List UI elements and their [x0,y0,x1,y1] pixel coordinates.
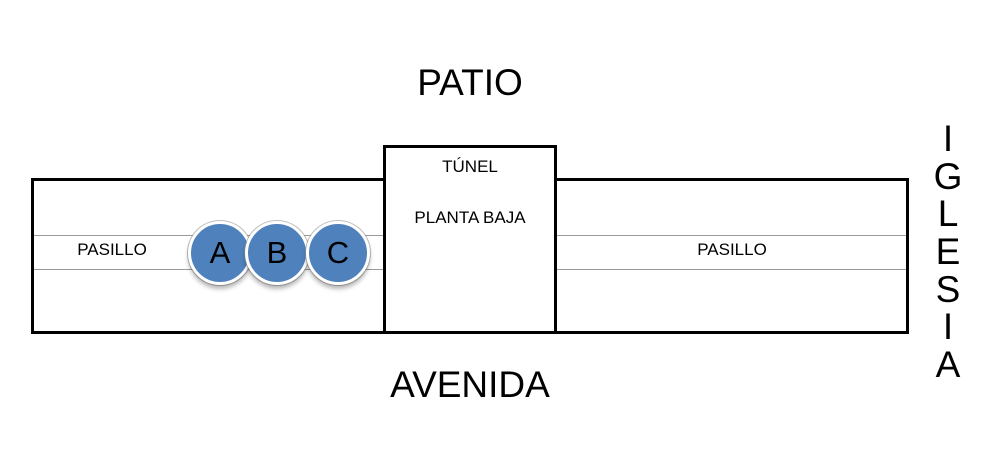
left-hallway-label: PASILLO [77,240,147,259]
avenida-label: AVENIDA [390,364,550,405]
iglesia-letter: I [942,118,954,159]
iglesia-label: I G L E S I A [928,120,968,384]
tunnel-label: TÚNEL [442,157,498,176]
patio-label: PATIO [417,62,523,103]
marker-b: B [245,221,309,285]
marker-a-letter: A [209,235,231,270]
iglesia-letter: L [937,193,959,235]
iglesia-letter: I [942,306,954,348]
marker-b-letter: B [266,235,288,270]
tunnel-block [383,145,557,334]
ground-floor-label: PLANTA BAJA [414,208,526,227]
iglesia-letter: A [935,344,961,386]
iglesia-letter: G [933,155,963,197]
marker-c: C [306,221,370,285]
marker-a: A [188,221,252,285]
marker-c-letter: C [326,235,350,270]
iglesia-letter: S [935,268,961,310]
right-hallway [557,235,906,270]
right-hallway-label: PASILLO [697,240,767,259]
iglesia-letter: E [935,231,961,273]
